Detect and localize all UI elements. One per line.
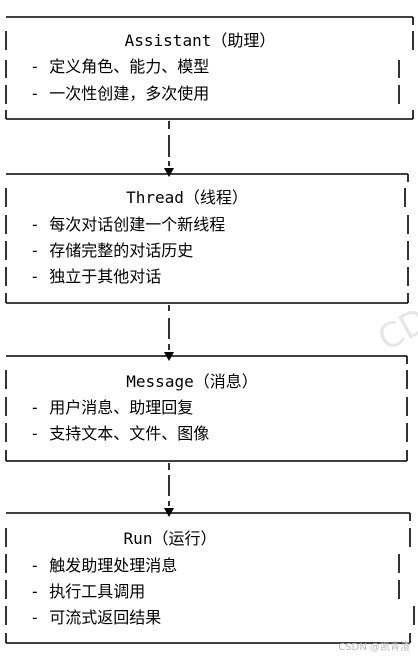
assistant-box-frame	[5, 16, 414, 120]
run-title: Run（运行）	[123, 529, 217, 548]
thread-item-3: - 独立于其他对话	[30, 267, 162, 286]
assistant-item-2: - 一次性创建，多次使用	[30, 84, 210, 103]
credit-label: CSDN @凯青渣	[338, 642, 410, 653]
run-item-3: - 可流式返回结果	[30, 608, 162, 627]
thread-item-1: - 每次对话创建一个新线程	[30, 215, 226, 234]
run-item-1: - 触发助理处理消息	[30, 556, 178, 575]
message-title: Message（消息）	[126, 372, 258, 391]
assistant-title: Assistant（助理）	[124, 31, 276, 50]
run-box-frame	[5, 512, 415, 644]
message-item-1: - 用户消息、助理回复	[30, 398, 194, 417]
message-item-2: - 支持文本、文件、图像	[30, 424, 210, 443]
thread-box-frame	[5, 173, 409, 304]
thread-title: Thread（线程）	[126, 188, 248, 207]
run-item-2: - 执行工具调用	[30, 582, 146, 601]
arrow-head-1	[164, 168, 174, 177]
message-box-frame	[5, 355, 408, 462]
thread-item-2: - 存储完整的对话历史	[30, 241, 194, 260]
assistant-item-1: - 定义角色、能力、模型	[30, 57, 210, 76]
